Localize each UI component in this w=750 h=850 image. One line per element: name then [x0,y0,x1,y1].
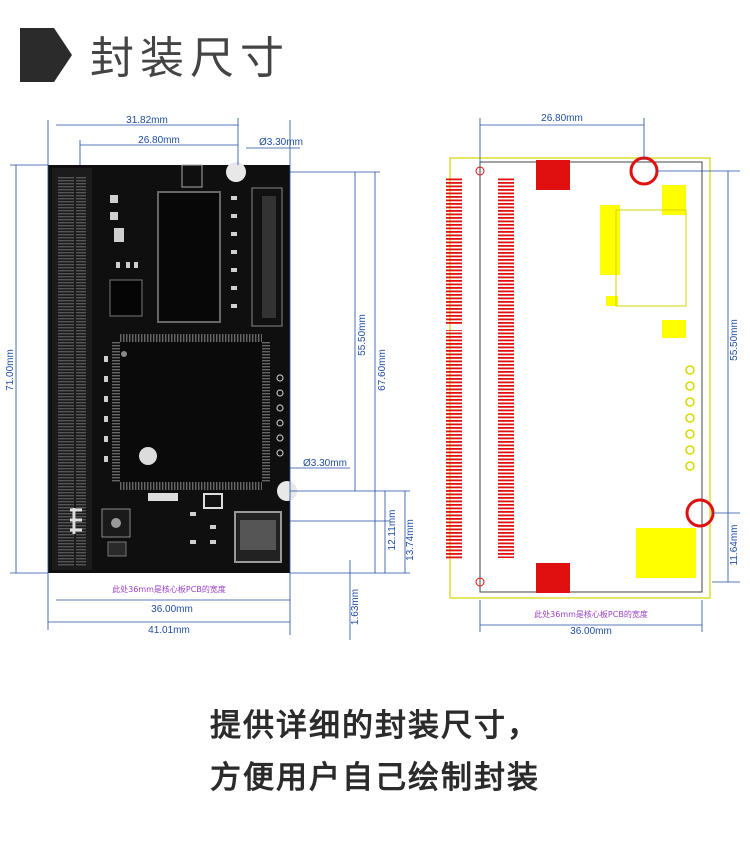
left-note: 此处36mm是核心板PCB的宽度 [112,584,226,594]
right-dim-width-board: 36.00mm [570,626,612,637]
dim-top-inner: 26.80mm [138,135,180,146]
dim-edge: 1.63mm [350,589,361,625]
dim-width-board: 36.00mm [151,604,193,615]
caption-line-1: 提供详细的封装尺寸， [210,708,540,744]
arrow-marker-icon [20,28,72,82]
dim-h-small-b: 13.74mm [405,519,416,561]
right-dim-top-width: 26.80mm [541,113,583,124]
header: 封装尺寸 [0,0,750,100]
dim-width-total: 41.01mm [148,625,190,636]
dim-height-total: 71.00mm [5,349,16,391]
left-dimension-lines [10,118,410,640]
right-dim-h-small: 11.64mm [729,525,740,566]
dim-hole-top: Ø3.30mm [259,137,303,148]
page-title: 封装尺寸 [90,33,290,84]
right-footprint [446,156,715,599]
dim-top-outer: 31.82mm [126,115,168,126]
dim-hole-bottom: Ø3.30mm [303,458,347,469]
dimension-drawing: 31.82mm 26.80mm Ø3.30mm Ø3.30mm 71.00mm … [5,113,740,640]
caption-line-2: 方便用户自己绘制封装 [210,760,540,796]
dim-height-b: 67.60mm [377,349,388,391]
right-dimension-lines [479,118,740,632]
right-dim-height-a: 55.50mm [729,319,740,361]
dim-height-a: 55.50mm [357,314,368,356]
dim-h-small-a: 12.11mm [387,510,398,551]
right-note: 此处36mm是核心板PCB的宽度 [534,609,648,619]
left-board [48,162,297,573]
